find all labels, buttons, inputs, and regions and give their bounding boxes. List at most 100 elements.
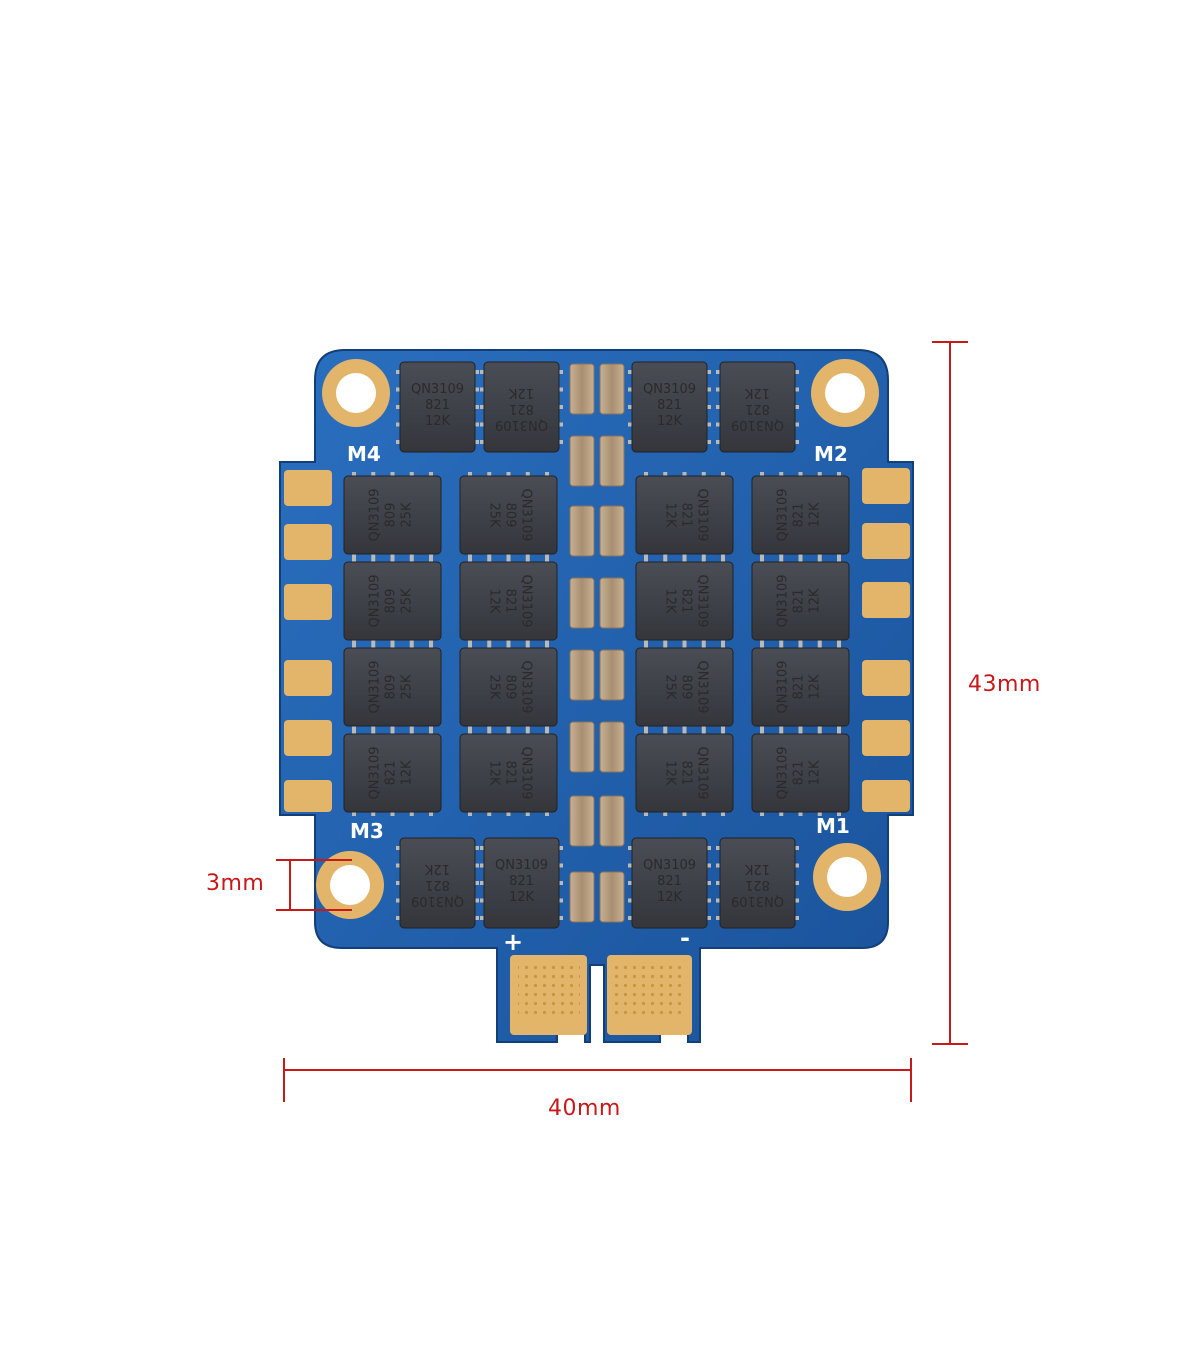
- capacitor: [599, 871, 625, 923]
- polarity-negative: -: [680, 924, 690, 952]
- power-pad-negative: [607, 955, 692, 1035]
- power-pad-positive: [510, 955, 587, 1035]
- mosfet-marking: 821: [745, 401, 770, 416]
- hole-dimension-line: [276, 859, 352, 911]
- capacitor: [569, 577, 595, 629]
- mosfet-marking: 821: [679, 761, 694, 786]
- mosfet-marking: QN3109: [776, 488, 791, 541]
- capacitor: [569, 721, 595, 773]
- mosfet-marking: 25K: [487, 674, 502, 700]
- polarity-positive: +: [503, 928, 523, 956]
- mosfet-marking: 821: [509, 874, 534, 889]
- mosfet-marking: 821: [384, 761, 399, 786]
- mosfet-marking: 809: [503, 675, 518, 700]
- mosfet-marking: 12K: [657, 890, 683, 905]
- capacitor: [599, 435, 625, 487]
- mosfet-marking: QN3109: [643, 382, 696, 397]
- motor-label-m3: M3: [350, 819, 384, 843]
- mosfet-marking: 25K: [400, 674, 415, 700]
- mosfet-marking: QN3109: [368, 660, 383, 713]
- motor-pads-left: [284, 470, 332, 812]
- mosfet-marking: QN3109: [368, 746, 383, 799]
- mosfet-marking: 12K: [400, 760, 415, 786]
- mosfet-marking: 25K: [663, 674, 678, 700]
- mosfet-marking: 821: [503, 761, 518, 786]
- mounting-hole-bottom-left: [316, 851, 384, 919]
- mosfet-marking: QN3109: [731, 417, 784, 432]
- mosfet-marking: QN3109: [495, 858, 548, 873]
- capacitor: [569, 363, 595, 415]
- mosfet-marking: QN3109: [731, 893, 784, 908]
- mosfet-marking: 12K: [663, 588, 678, 614]
- motor-label-m2: M2: [814, 442, 848, 466]
- mosfet-marking: QN3109: [368, 488, 383, 541]
- mosfet-marking: 809: [679, 675, 694, 700]
- mosfet-marking: QN3109: [411, 893, 464, 908]
- capacitor: [599, 649, 625, 701]
- mosfet-marking: 821: [792, 589, 807, 614]
- mosfet-marking: QN3109: [695, 746, 710, 799]
- mosfet-marking: QN3109: [776, 574, 791, 627]
- mosfet-marking: QN3109: [695, 660, 710, 713]
- mosfet-marking: 12K: [808, 588, 823, 614]
- mosfet-marking: 12K: [487, 760, 502, 786]
- mosfet-marking: 12K: [663, 502, 678, 528]
- capacitor: [599, 505, 625, 557]
- capacitor-column: [569, 363, 625, 923]
- mosfet-marking: QN3109: [776, 660, 791, 713]
- mosfet-marking: QN3109: [776, 746, 791, 799]
- height-dimension-line: [932, 341, 968, 1045]
- mosfet-marking: 809: [384, 675, 399, 700]
- mosfet-marking: QN3109: [495, 417, 548, 432]
- mounting-hole-top-left: [322, 359, 390, 427]
- capacitor: [569, 795, 595, 847]
- mosfet-marking: QN3109: [695, 488, 710, 541]
- motor-label-m4: M4: [347, 442, 381, 466]
- width-dimension-label: 40mm: [548, 1096, 621, 1121]
- mosfet-marking: 821: [679, 503, 694, 528]
- mosfet-marking: QN3109: [411, 382, 464, 397]
- mosfet-marking: 821: [503, 589, 518, 614]
- hole-dimension-label: 3mm: [206, 871, 265, 896]
- mosfet-marking: QN3109: [368, 574, 383, 627]
- width-dimension-line: [283, 1058, 912, 1102]
- capacitor: [599, 721, 625, 773]
- motor-label-m1: M1: [816, 814, 850, 838]
- mosfet-marking: 821: [792, 503, 807, 528]
- capacitor: [569, 871, 595, 923]
- height-dimension-label: 43mm: [968, 672, 1041, 697]
- mosfet-marking: 821: [425, 877, 450, 892]
- mosfet-marking: 12K: [424, 861, 450, 876]
- mosfet-marking: 25K: [487, 502, 502, 528]
- mosfet-marking: 12K: [509, 890, 535, 905]
- mosfet-marking: 821: [745, 877, 770, 892]
- mosfet-marking: QN3109: [519, 488, 534, 541]
- mosfet-marking: 821: [657, 874, 682, 889]
- mosfet-marking: 821: [657, 398, 682, 413]
- mosfet-marking: 12K: [744, 385, 770, 400]
- mosfet-marking: QN3109: [519, 660, 534, 713]
- mosfet-marking: 821: [425, 398, 450, 413]
- mosfet-marking: 12K: [808, 760, 823, 786]
- capacitor: [569, 649, 595, 701]
- mosfet-marking: 12K: [508, 385, 534, 400]
- mosfet-marking: 809: [384, 503, 399, 528]
- mosfet-marking: 12K: [657, 414, 683, 429]
